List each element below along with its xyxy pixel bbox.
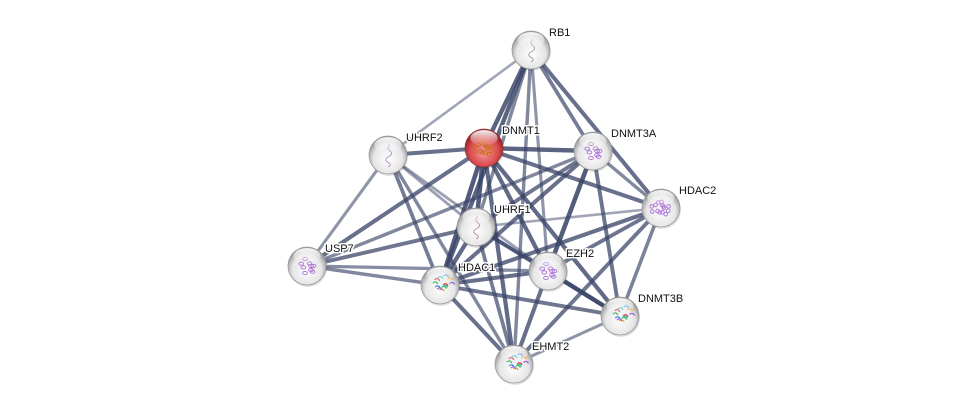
node-highlight [374, 137, 402, 154]
edge-hdac2-ezh2[interactable] [546, 206, 663, 273]
node-label-dnmt3b: DNMT3B [638, 293, 683, 305]
node-label-usp7: USP7 [325, 243, 354, 255]
edge-dnmt3a-dnmt3b[interactable] [591, 149, 622, 318]
node-label-uhrf1: UHRF1 [494, 204, 531, 216]
node-ezh2[interactable]: EZH2 [528, 247, 596, 292]
node-highlight [579, 133, 607, 150]
edge-usp7-hdac1[interactable] [305, 264, 442, 287]
node-highlight [500, 346, 528, 363]
node-highlight [517, 32, 545, 49]
edge-dnmt1-hdac2[interactable] [481, 145, 664, 211]
edge-dnmt3a-ezh2[interactable] [545, 148, 596, 274]
edge-usp7-ezh2[interactable] [305, 264, 550, 273]
edge-hdac1-dnmt3b[interactable] [438, 283, 622, 318]
node-label-dnmt3a: DNMT3A [611, 128, 657, 140]
edge-rb1-ehmt2[interactable] [512, 48, 533, 366]
node-highlight [426, 267, 454, 284]
edge-uhrf2-usp7[interactable] [305, 153, 390, 268]
node-highlight [462, 209, 490, 226]
edge-hdac2-hdac1[interactable] [437, 205, 664, 288]
node-label-ehmt2: EHMT2 [532, 341, 569, 353]
edge-dnmt3a-uhrf1[interactable] [474, 149, 595, 229]
node-hdac1[interactable]: HDAC1 [420, 261, 497, 306]
edge-dnmt1-dnmt3b[interactable] [481, 145, 623, 319]
edge-rb1-uhrf2[interactable] [386, 48, 533, 157]
node-dnmt1[interactable]: DNMT1 [464, 124, 541, 169]
node-label-hdac1: HDAC1 [458, 262, 495, 274]
node-usp7[interactable]: USP7 [287, 242, 355, 287]
node-highlight [606, 298, 634, 315]
edge-uhrf2-hdac1[interactable] [386, 153, 442, 287]
node-rb1[interactable]: RB1 [511, 26, 572, 71]
edge-dnmt1-usp7[interactable] [304, 145, 487, 269]
node-label-rb1: RB1 [549, 27, 570, 39]
node-dnmt3b[interactable]: DNMT3B [600, 292, 685, 337]
node-label-ezh2: EZH2 [566, 248, 594, 260]
edge-dnmt3a-usp7[interactable] [305, 149, 595, 268]
edge-uhrf1-usp7[interactable] [305, 225, 478, 268]
edge-dnmt3a-hdac1[interactable] [437, 148, 596, 288]
node-highlight [647, 190, 675, 207]
edge-rb1-ezh2[interactable] [529, 48, 550, 273]
edge-hdac2-uhrf1[interactable] [474, 206, 663, 229]
node-label-uhrf2: UHRF2 [406, 132, 443, 144]
node-label-dnmt1: DNMT1 [502, 125, 540, 137]
edge-hdac2-ehmt2[interactable] [512, 206, 663, 366]
node-highlight [470, 130, 498, 147]
edge-uhrf2-ehmt2[interactable] [386, 153, 516, 366]
edge-rb1-dnmt3a[interactable] [529, 48, 595, 153]
edge-dnmt1-ehmt2[interactable] [481, 145, 517, 367]
node-highlight [293, 248, 321, 265]
edge-rb1-hdac2[interactable] [528, 47, 664, 211]
node-dnmt3a[interactable]: DNMT3A [573, 127, 658, 172]
node-uhrf2[interactable]: UHRF2 [368, 131, 444, 176]
node-ehmt2[interactable]: EHMT2 [494, 340, 571, 385]
node-highlight [534, 253, 562, 270]
node-uhrf1[interactable]: UHRF1 [456, 203, 532, 248]
node-hdac2[interactable]: HDAC2 [641, 184, 718, 229]
node-label-hdac2: HDAC2 [679, 185, 716, 197]
